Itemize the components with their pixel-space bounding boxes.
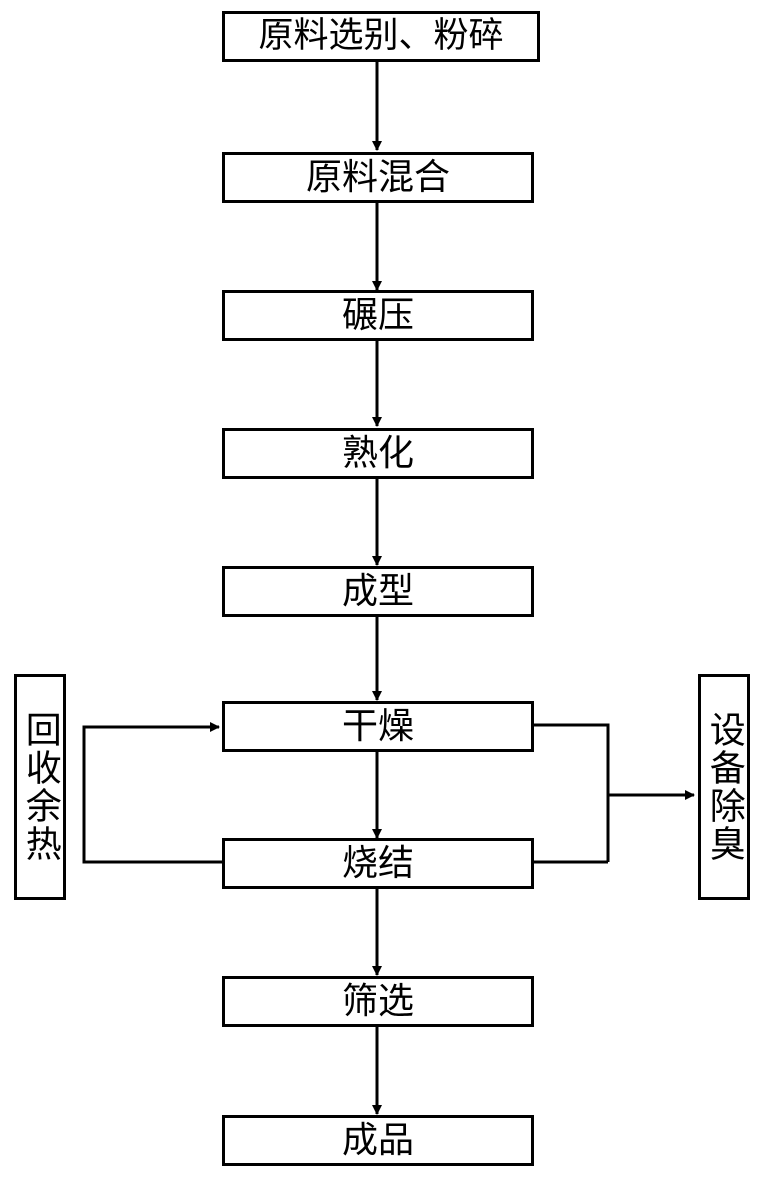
step-sintering: 烧结 — [222, 838, 534, 889]
heat-recovery-box: 回收余热 — [14, 674, 66, 900]
step-raw-material-mixing: 原料混合 — [222, 152, 534, 203]
step-drying: 干燥 — [222, 701, 534, 752]
deodorize-box: 设备除臭 — [698, 674, 750, 900]
line-drying-exhaust — [534, 723, 610, 862]
step-finished-product: 成品 — [222, 1115, 534, 1166]
step-rolling: 碾压 — [222, 290, 534, 341]
step-screening: 筛选 — [222, 976, 534, 1027]
arrow-heat-recovery-loop — [82, 722, 222, 864]
step-forming: 成型 — [222, 566, 534, 617]
step-aging: 熟化 — [222, 428, 534, 479]
step-raw-material-sorting-crushing: 原料选别、粉碎 — [222, 11, 540, 62]
